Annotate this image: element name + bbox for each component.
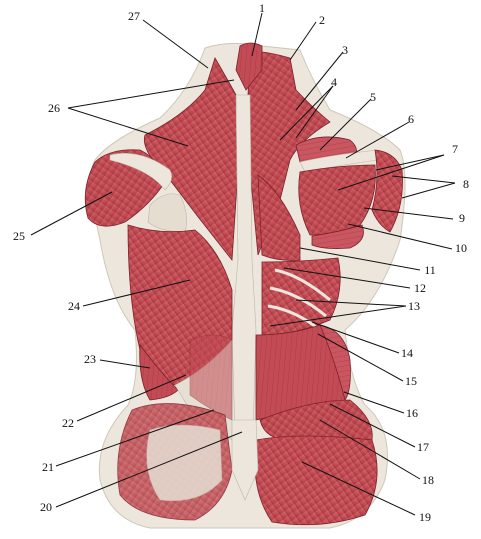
label-12: 12 — [414, 281, 426, 295]
label-7: 7 — [452, 142, 458, 156]
label-10: 10 — [455, 241, 467, 255]
label-5: 5 — [370, 90, 376, 104]
label-21: 21 — [42, 460, 54, 474]
label-11: 11 — [424, 263, 436, 277]
label-20: 20 — [40, 500, 52, 514]
label-15: 15 — [405, 374, 417, 388]
label-24: 24 — [68, 299, 80, 313]
label-1: 1 — [259, 1, 265, 15]
label-23: 23 — [84, 352, 96, 366]
label-17: 17 — [417, 440, 429, 454]
label-25: 25 — [13, 229, 25, 243]
label-27: 27 — [128, 9, 140, 23]
muscle-gluteus-maximus-right — [255, 436, 377, 525]
label-26: 26 — [48, 101, 60, 115]
label-22: 22 — [62, 416, 74, 430]
label-8: 8 — [463, 177, 469, 191]
label-16: 16 — [406, 406, 418, 420]
label-14: 14 — [401, 346, 413, 360]
label-2: 2 — [319, 13, 325, 27]
label-4: 4 — [331, 75, 337, 89]
gluteal-fascia-left — [147, 425, 222, 501]
label-6: 6 — [408, 112, 414, 126]
label-18: 18 — [422, 473, 434, 487]
label-3: 3 — [342, 43, 348, 57]
label-13: 13 — [408, 299, 420, 313]
label-19: 19 — [419, 510, 431, 524]
label-9: 9 — [459, 211, 465, 225]
